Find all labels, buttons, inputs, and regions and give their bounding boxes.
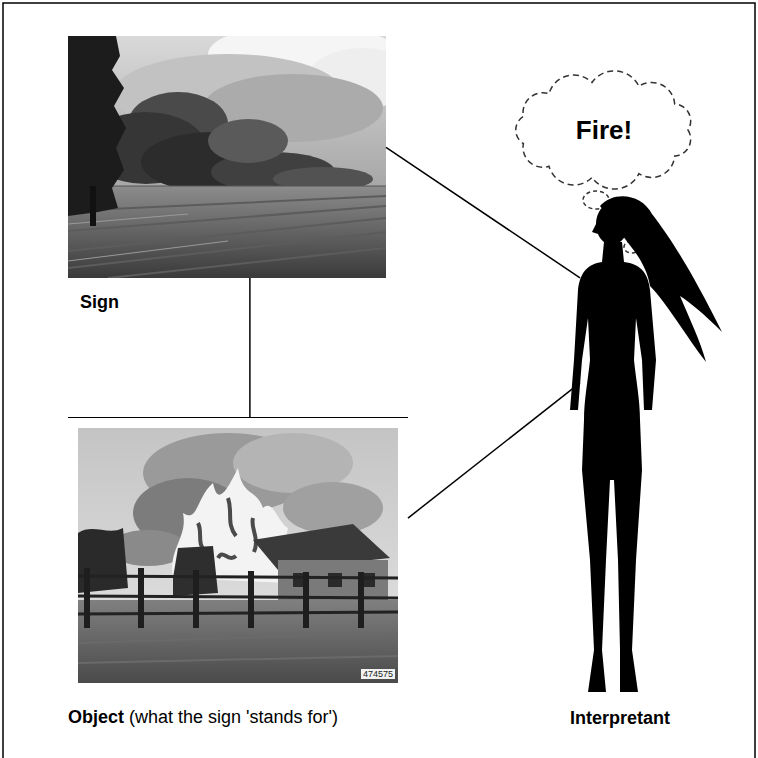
burning-house-photo-part-part: [193, 570, 199, 628]
woman-silhouette-part: [592, 222, 598, 234]
bubble-text-holder: Fire!: [576, 115, 632, 146]
burning-house-photo-part: [328, 573, 342, 587]
sign-photo: Sign: [68, 36, 386, 278]
cloud-outline: [516, 71, 691, 189]
thought-cloud: Fire!: [508, 70, 700, 190]
smoke-photo-part: [68, 186, 386, 187]
caption: Object(what the sign 'stands for'): [68, 707, 338, 728]
node-heading: Interpretant: [570, 708, 670, 728]
node-heading: Object: [68, 707, 124, 727]
burning-house-photo-part: [78, 576, 398, 614]
burning-house-photo-part-part: [84, 568, 90, 628]
smoke-photo-part: [90, 186, 96, 226]
smoke-photo: [68, 36, 386, 278]
burning-house-photo-part: [283, 482, 383, 534]
connector-line: [408, 383, 580, 518]
page-frame: [3, 3, 755, 758]
burning-house-photo-part-part: [358, 572, 364, 628]
interpretant-figure: Interpretant: [580, 195, 700, 700]
smoke-photo-part: [208, 119, 288, 163]
photo-number: 474575: [361, 669, 395, 679]
woman-silhouette: [570, 196, 722, 692]
burning-house-photo-part-part: [303, 572, 309, 628]
node-heading: Sign: [80, 292, 119, 312]
caption: Sign: [80, 292, 119, 313]
caption: Interpretant: [570, 708, 670, 729]
connector-line: [249, 278, 251, 417]
node-note: (what the sign 'stands for'): [129, 707, 338, 727]
burning-house-photo-part: [84, 568, 364, 628]
burning-house-photo-part-part: [138, 568, 144, 628]
woman-silhouette-part: [570, 242, 656, 692]
burning-house-photo-part: [78, 633, 398, 663]
woman-silhouette-part: [596, 203, 628, 245]
burning-house-photo: [78, 428, 398, 683]
object-photo: Object(what the sign 'stands for'): [68, 417, 408, 683]
burning-house-photo-part: [78, 428, 398, 683]
smoke-photo-part: [68, 36, 126, 216]
burning-house-photo-part-part: [248, 571, 254, 628]
node-heading: Fire!: [576, 115, 632, 145]
smoke-photo-part: [68, 186, 386, 278]
